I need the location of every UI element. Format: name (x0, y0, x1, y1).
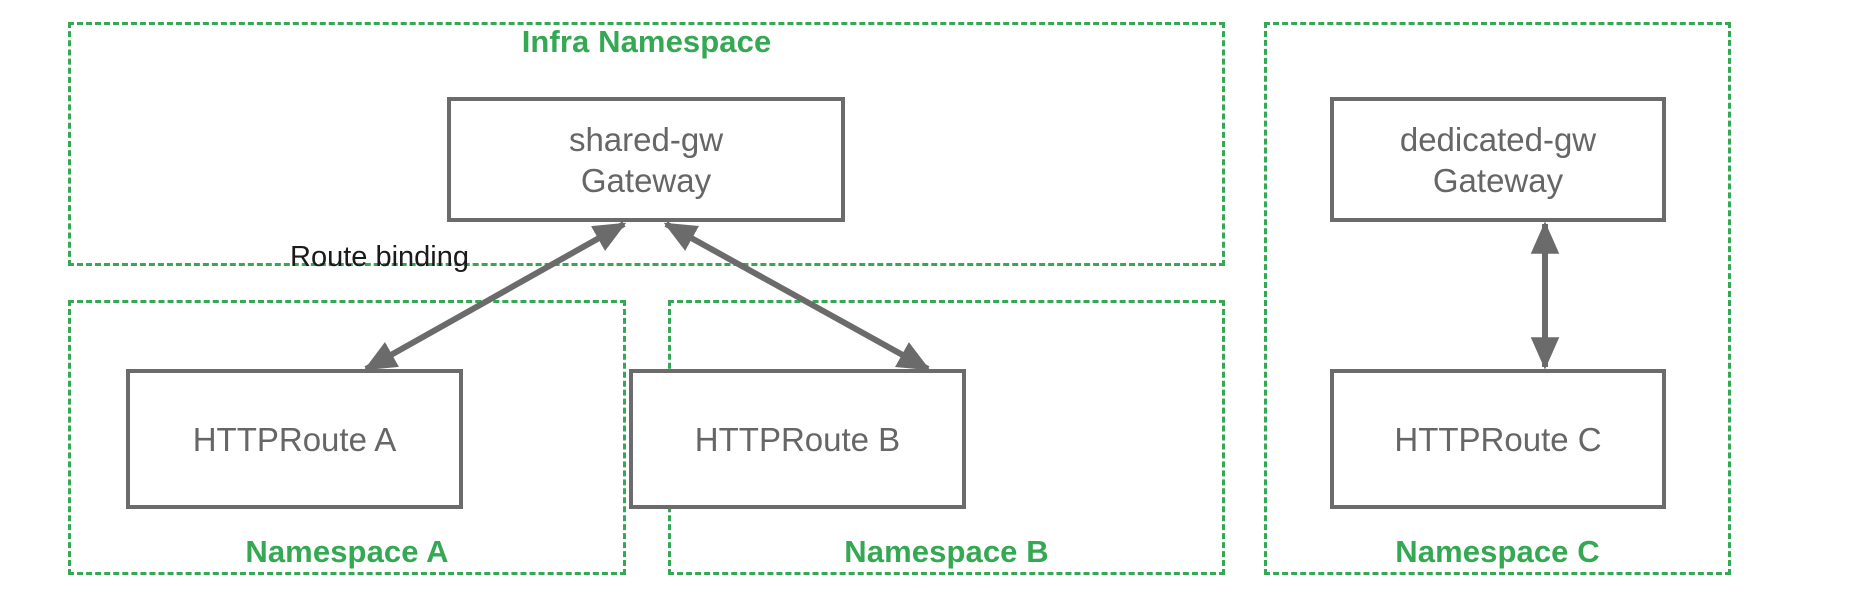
namespace-label-infra: Infra Namespace (521, 24, 772, 59)
resource-name-dedicated-gw: dedicated-gw (1399, 120, 1597, 158)
resource-box-shared-gw[interactable]: shared-gw Gateway (447, 97, 845, 222)
resource-name-httproute-b: HTTPRoute B (694, 420, 901, 458)
namespace-box-c (1264, 22, 1731, 575)
namespace-label-a: Namespace A (245, 534, 449, 569)
resource-kind-dedicated-gw: Gateway (1432, 161, 1564, 199)
namespace-label-c: Namespace C (1395, 534, 1600, 569)
resource-box-httproute-c[interactable]: HTTPRoute C (1330, 369, 1666, 509)
resource-name-httproute-a: HTTPRoute A (192, 420, 397, 458)
resource-box-dedicated-gw[interactable]: dedicated-gw Gateway (1330, 97, 1666, 222)
annotation-route-binding: Route binding (290, 241, 469, 273)
resource-name-shared-gw: shared-gw (568, 120, 724, 158)
namespace-box-infra (68, 22, 1225, 266)
namespace-box-a (68, 300, 626, 575)
resource-box-httproute-b[interactable]: HTTPRoute B (629, 369, 966, 509)
namespace-label-b: Namespace B (844, 534, 1049, 569)
resource-kind-shared-gw: Gateway (580, 161, 712, 199)
resource-box-httproute-a[interactable]: HTTPRoute A (126, 369, 463, 509)
resource-name-httproute-c: HTTPRoute C (1394, 420, 1602, 458)
